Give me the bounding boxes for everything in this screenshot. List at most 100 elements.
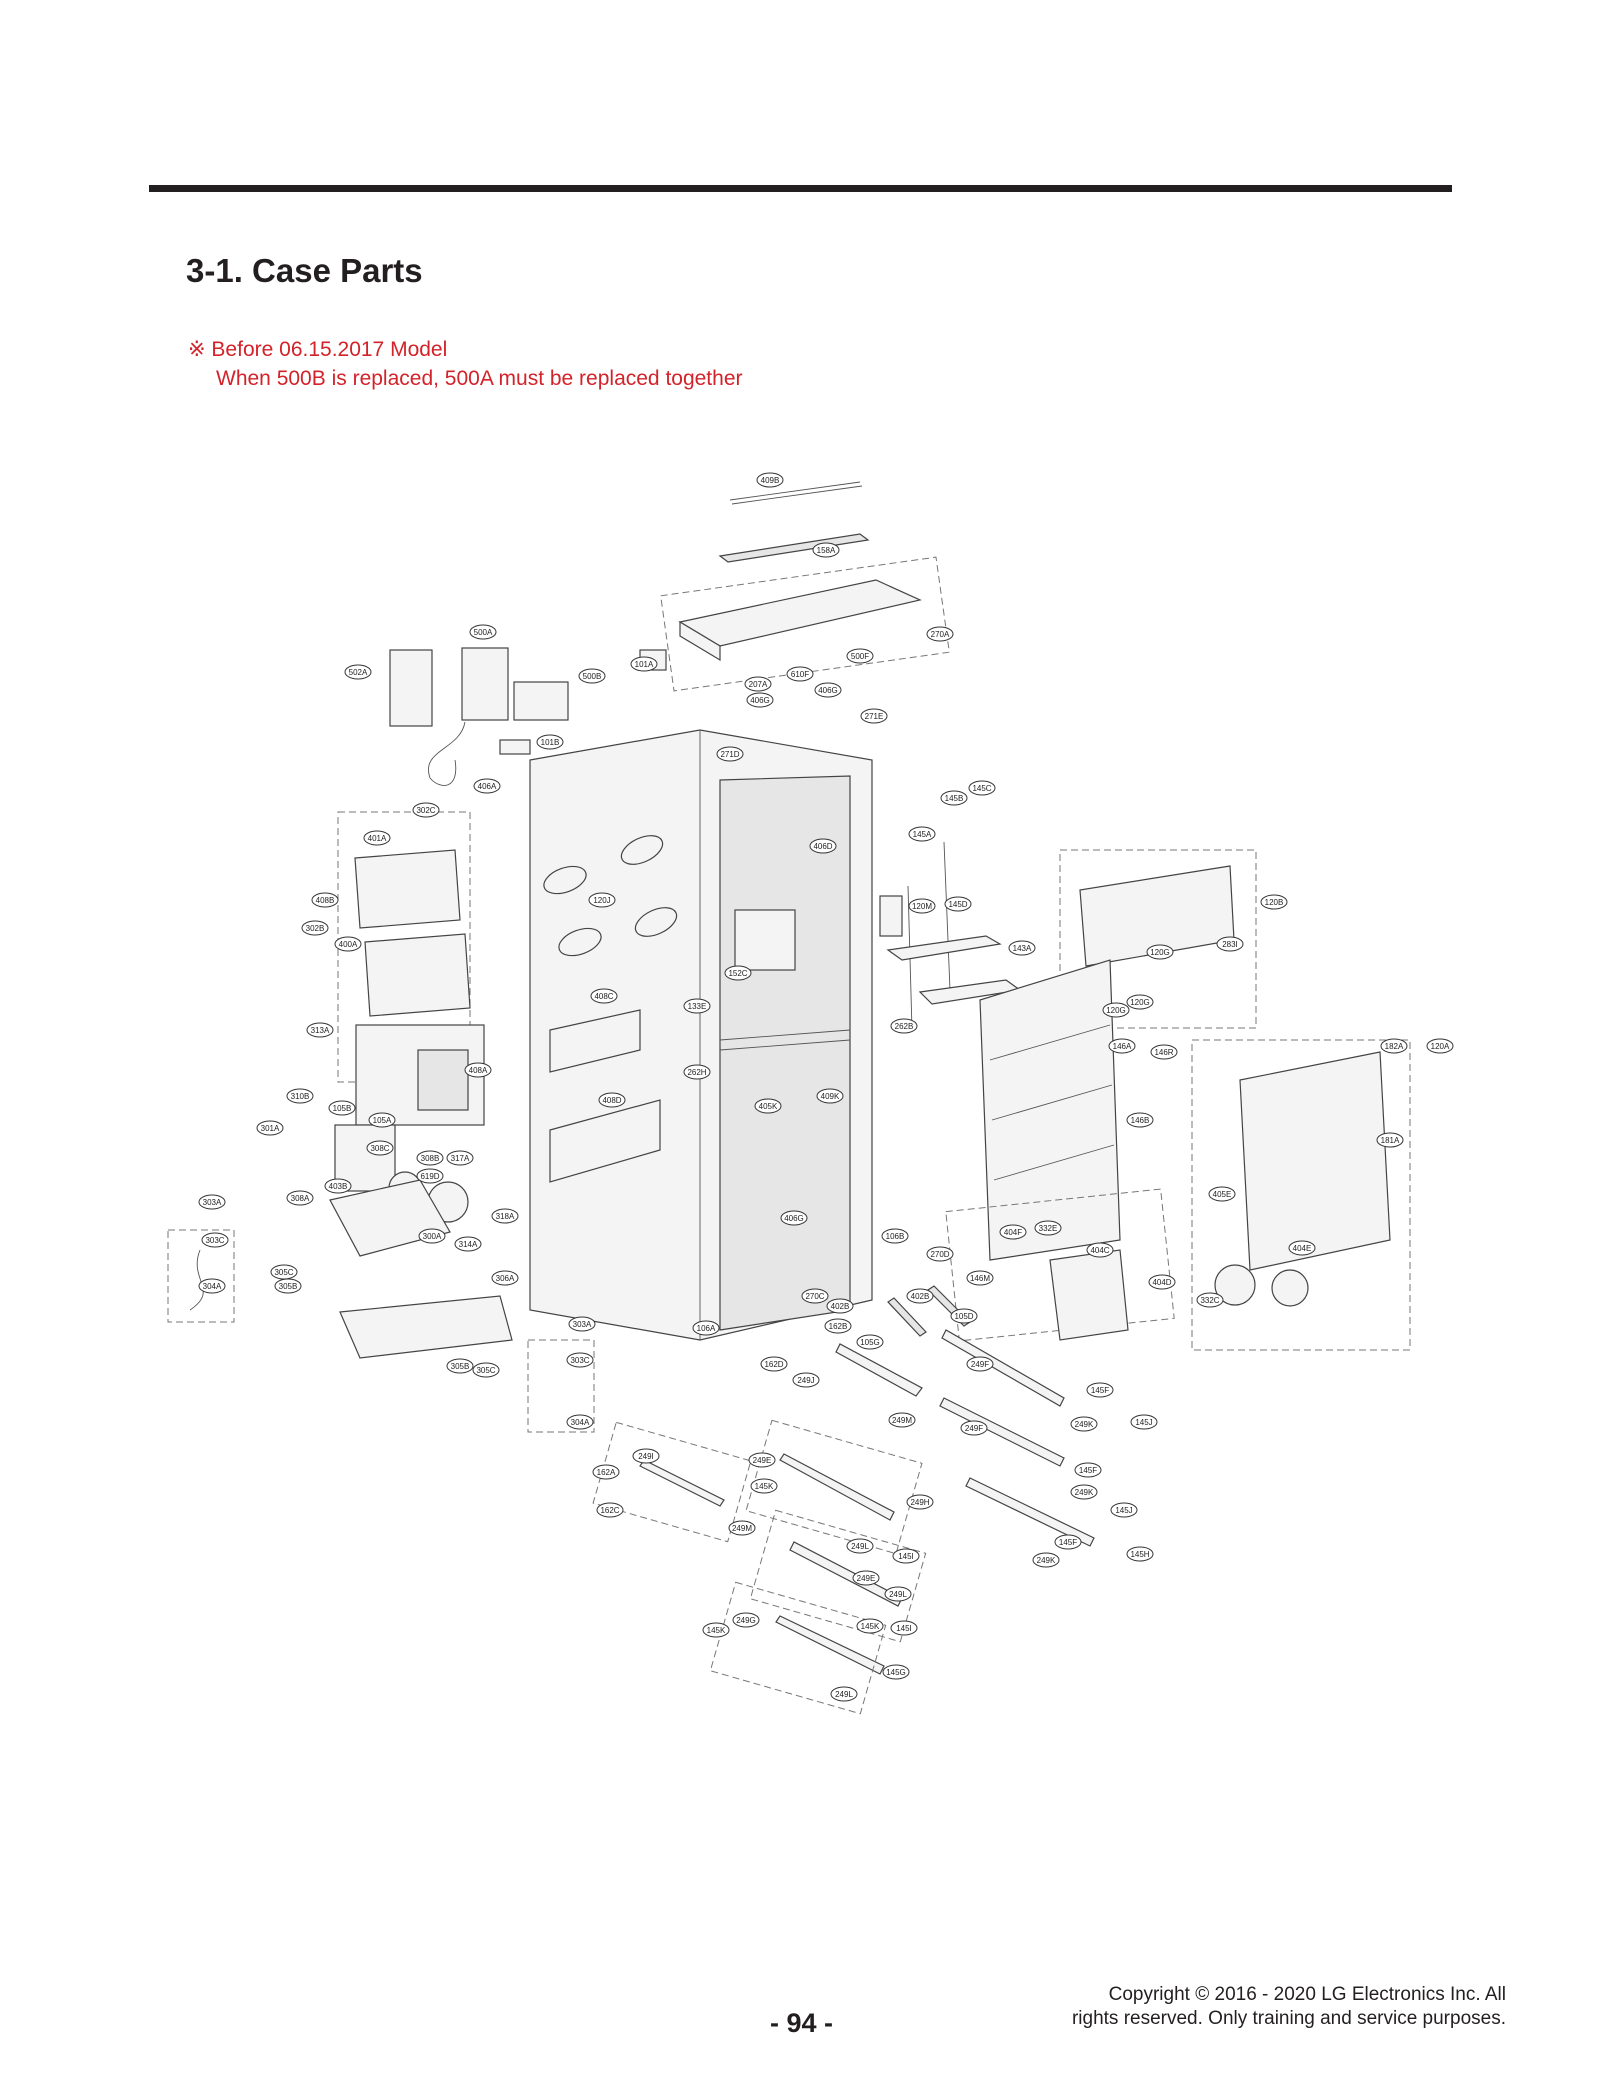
callout-bubble [908,826,936,842]
callout-249e-1: 249E [748,1452,776,1468]
callout-bubble [801,1288,829,1304]
callout-bubble [960,1420,988,1436]
callout-bubble [892,1548,920,1564]
callout-label: 162D [764,1360,783,1369]
callout-bubble [1426,1038,1454,1054]
callout-262b: 262B [890,1018,918,1034]
callout-270a: 270A [926,626,954,642]
callout-500a: 500A [469,624,497,640]
callout-bubble [1216,936,1244,952]
callout-249h: 249H [906,1494,934,1510]
callout-label: 146A [1113,1042,1132,1051]
callout-145c: 145C [968,780,996,796]
callout-301a: 301A [256,1120,284,1136]
callout-145i-2: 145I [890,1620,918,1636]
callout-label: 406G [750,696,770,705]
callout-404d: 404D [1148,1274,1176,1290]
callout-bubble [683,1064,711,1080]
callout-label: 317A [451,1154,470,1163]
callout-bubble [728,1520,756,1536]
callout-bubble [566,1414,594,1430]
callout-label: 619D [420,1172,439,1181]
callout-bubble [792,1372,820,1388]
callout-label: 249H [910,1498,929,1507]
callout-145j-1: 145J [1130,1414,1158,1430]
note-line-1: ※ Before 06.15.2017 Model [188,338,448,361]
callout-label: 249G [736,1616,756,1625]
callout-label: 162C [600,1506,619,1515]
callout-310b: 310B [286,1088,314,1104]
callout-bubble [1108,1038,1136,1054]
callout-label: 306A [496,1274,515,1283]
callout-146b: 146B [1126,1112,1154,1128]
callout-120b: 120B [1260,894,1288,910]
callout-bubble [1208,1186,1236,1202]
callout-bubble [1074,1462,1102,1478]
callout-314a: 314A [454,1236,482,1252]
callout-bubble [754,1098,782,1114]
callout-bubble [334,936,362,952]
callout-bubble [940,790,968,806]
callout-label: 500F [851,652,869,661]
callout-label: 402B [911,1292,930,1301]
callout-bubble [418,1228,446,1244]
callout-label: 406G [818,686,838,695]
callout-label: 262B [895,1022,914,1031]
callout-label: 318A [496,1212,515,1221]
callout-label: 405E [1213,1190,1232,1199]
callout-bubble [1054,1534,1082,1550]
callout-label: 310B [291,1092,310,1101]
callout-619d: 619D [416,1168,444,1184]
callout-406g-top2: 406G [814,682,842,698]
callout-270d: 270D [926,1246,954,1262]
callout-label: 305B [451,1362,470,1371]
callout-146r: 146R [1150,1044,1178,1060]
callout-label: 145K [755,1482,774,1491]
callout-bubble [966,1356,994,1372]
callout-bubble [286,1190,314,1206]
copyright-notice: Copyright © 2016 - 2020 LG Electronics I… [946,1983,1506,2031]
callout-bubble [826,1298,854,1314]
callout-label: 145I [896,1624,912,1633]
callout-bubble [1260,894,1288,910]
callout-305c-2: 305C [472,1362,500,1378]
callout-bubble [592,1464,620,1480]
callout-145g: 145G [882,1664,910,1680]
callout-bubble [416,1150,444,1166]
note-line-2: When 500B is replaced, 500A must be repl… [216,367,743,390]
callout-label: 405K [759,1102,778,1111]
callout-405e: 405E [1208,1186,1236,1202]
callout-271d: 271D [716,746,744,762]
callout-bubble [881,1228,909,1244]
callout-label: 145H [1130,1550,1149,1559]
callout-318a: 318A [491,1208,519,1224]
callout-label: 145G [886,1668,906,1677]
callout-label: 145K [707,1626,726,1635]
callout-bubble [814,682,842,698]
callout-500f: 500F [846,648,874,664]
callout-label: 249F [971,1360,989,1369]
callout-bubble [950,1308,978,1324]
callout-406g-mid: 406G [780,1210,808,1226]
callout-label: 162B [829,1322,848,1331]
callout-404e: 404E [1288,1240,1316,1256]
callout-408c: 408C [590,988,618,1004]
callout-bubble [366,1140,394,1156]
callout-label: 152C [728,969,747,978]
callout-bubble [596,1502,624,1518]
callout-label: 105A [373,1116,392,1125]
callout-271e: 271E [860,708,888,724]
callout-bubble [692,1320,720,1336]
section-title: 3-1. Case Parts [186,252,423,289]
callout-bubble [926,626,954,642]
callout-label: 145A [913,830,932,839]
callout-label: 332E [1039,1224,1058,1233]
callout-bubble [491,1270,519,1286]
callout-303c-right: 303C [566,1352,594,1368]
callout-bubble [780,1210,808,1226]
callout-label: 402B [831,1302,850,1311]
callout-label: 106A [697,1324,716,1333]
callout-label: 120G [1106,1006,1126,1015]
callout-label: 143A [1013,944,1032,953]
callout-bubble [888,1412,916,1428]
